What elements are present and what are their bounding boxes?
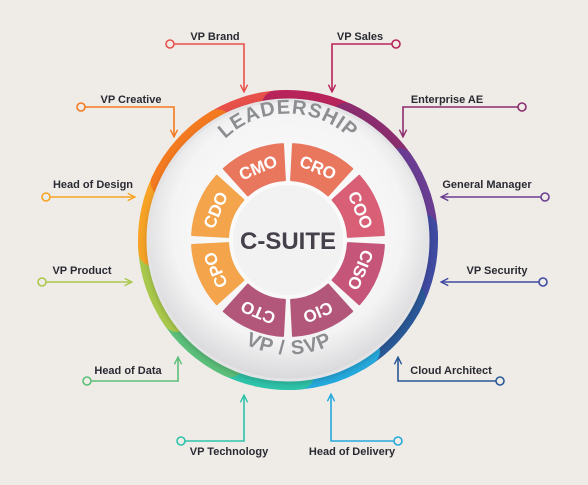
inner-core [233, 185, 343, 295]
position-label-vp-security: VP Security [467, 265, 529, 277]
endpoint-dot-vp-security [538, 277, 548, 287]
connector-vp-sales [332, 43, 396, 91]
endpoint-dot-vp-sales [391, 39, 401, 49]
position-label-head-of-design: Head of Design [53, 179, 133, 191]
position-label-general-manager: General Manager [442, 179, 532, 191]
position-label-enterprise-ae: Enterprise AE [411, 94, 483, 106]
role-segment-cro [290, 143, 354, 197]
callout-vp-product: VP Product [37, 265, 131, 287]
role-segment-cpo [191, 242, 245, 306]
callout-vp-creative: VP Creative [76, 94, 174, 136]
endpoint-dot-head-of-design [41, 192, 51, 202]
position-label-head-of-data: Head of Data [94, 365, 162, 377]
callout-general-manager: General Manager [442, 179, 550, 202]
position-label-vp-brand: VP Brand [190, 31, 239, 43]
endpoint-dot-vp-creative [76, 102, 86, 112]
connector-vp-creative [81, 106, 174, 136]
endpoint-dot-vp-brand [165, 39, 175, 49]
callout-head-of-design: Head of Design [41, 179, 134, 202]
position-label-vp-sales: VP Sales [337, 31, 383, 43]
endpoint-dot-enterprise-ae [517, 102, 527, 112]
connector-cloud-architect [398, 358, 500, 382]
role-segment-ciso [331, 242, 385, 306]
position-label-vp-creative: VP Creative [101, 94, 162, 106]
position-label-vp-product: VP Product [52, 265, 111, 277]
role-segment-cmo [222, 143, 286, 197]
connector-vp-brand [170, 43, 244, 91]
connector-vp-technology [181, 396, 244, 442]
role-segment-cdo [191, 174, 245, 238]
callout-vp-sales: VP Sales [332, 31, 401, 91]
callout-cloud-architect: Cloud Architect [398, 358, 505, 386]
center-title: C-SUITE [240, 228, 336, 255]
callout-vp-security: VP Security [442, 265, 548, 287]
endpoint-dot-head-of-delivery [393, 436, 403, 446]
connector-head-of-data [87, 358, 178, 382]
endpoint-dot-vp-technology [176, 436, 186, 446]
role-segment-cto [222, 283, 286, 337]
callout-head-of-delivery: Head of Delivery [309, 395, 403, 458]
position-label-head-of-delivery: Head of Delivery [309, 446, 396, 458]
endpoint-dot-vp-product [37, 277, 47, 287]
role-segment-cio [290, 283, 354, 337]
endpoint-dot-general-manager [540, 192, 550, 202]
endpoint-dot-cloud-architect [495, 376, 505, 386]
connector-head-of-delivery [331, 395, 398, 442]
endpoint-dot-head-of-data [82, 376, 92, 386]
position-label-cloud-architect: Cloud Architect [410, 365, 492, 377]
callout-enterprise-ae: Enterprise AE [403, 94, 527, 136]
role-segment-coo [331, 174, 385, 238]
callout-vp-technology: VP Technology [176, 396, 269, 458]
position-label-vp-technology: VP Technology [190, 446, 269, 458]
connector-enterprise-ae [403, 106, 522, 136]
callout-head-of-data: Head of Data [82, 358, 178, 386]
callout-vp-brand: VP Brand [165, 31, 244, 91]
